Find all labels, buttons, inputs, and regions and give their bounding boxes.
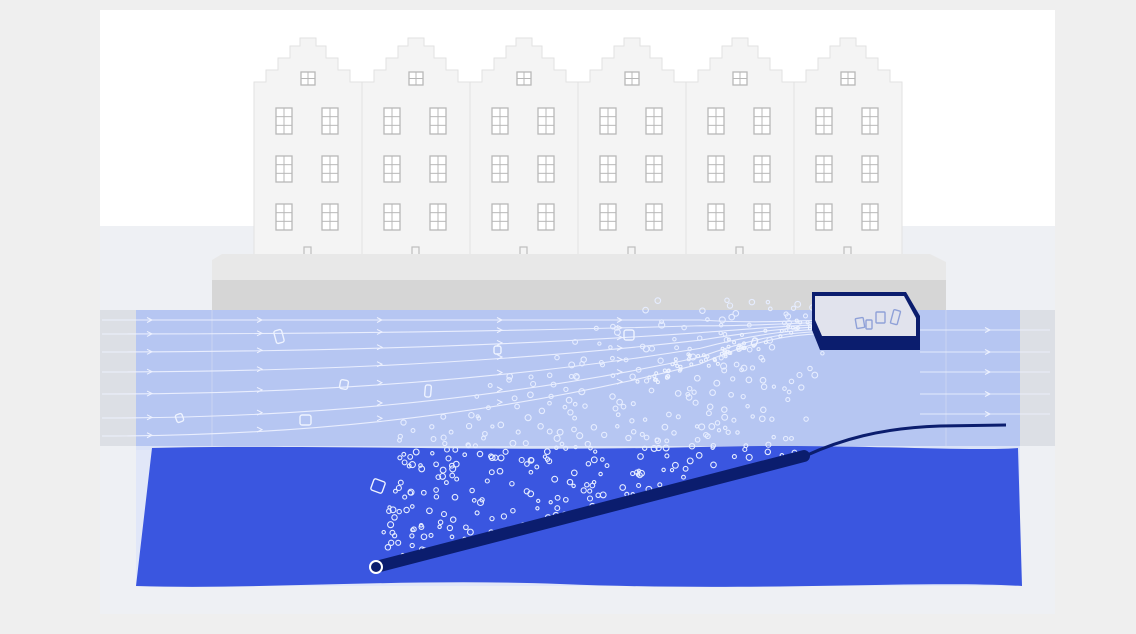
window <box>708 156 724 182</box>
window <box>708 108 724 134</box>
canal-house <box>794 38 902 257</box>
window <box>538 156 554 182</box>
window <box>538 204 554 230</box>
window <box>600 156 616 182</box>
house-facade <box>686 38 794 256</box>
window <box>754 108 770 134</box>
canal-house <box>578 38 686 257</box>
window <box>276 204 292 230</box>
house-facade <box>362 38 470 256</box>
window <box>862 108 878 134</box>
window <box>816 108 832 134</box>
pipe-end-cap <box>370 561 382 573</box>
window <box>816 156 832 182</box>
window <box>600 108 616 134</box>
window <box>430 156 446 182</box>
window <box>841 72 855 85</box>
window <box>754 156 770 182</box>
window <box>276 108 292 134</box>
window <box>322 108 338 134</box>
window <box>646 204 662 230</box>
house-facade <box>578 38 686 256</box>
window <box>862 156 878 182</box>
canal-house <box>686 38 794 257</box>
canal-house <box>254 38 362 257</box>
window <box>646 108 662 134</box>
window <box>492 108 508 134</box>
window <box>538 108 554 134</box>
window <box>646 156 662 182</box>
window <box>733 72 747 85</box>
window <box>517 72 531 85</box>
basket-front <box>820 336 920 350</box>
window <box>384 204 400 230</box>
window <box>384 108 400 134</box>
window <box>322 204 338 230</box>
window <box>301 72 315 85</box>
window <box>276 156 292 182</box>
window <box>625 72 639 85</box>
canal-house <box>362 38 470 257</box>
window <box>492 156 508 182</box>
catchment-basket <box>812 292 920 350</box>
window <box>708 204 724 230</box>
window <box>430 204 446 230</box>
window <box>322 156 338 182</box>
window <box>430 108 446 134</box>
window <box>384 156 400 182</box>
house-facade <box>794 38 902 256</box>
canal-house <box>470 38 578 257</box>
house-facade <box>254 38 362 256</box>
window <box>754 204 770 230</box>
basket-inner <box>815 296 916 336</box>
quay-top <box>212 254 946 282</box>
house-facade <box>470 38 578 256</box>
window <box>492 204 508 230</box>
window <box>409 72 423 85</box>
window <box>600 204 616 230</box>
window <box>862 204 878 230</box>
window <box>816 204 832 230</box>
